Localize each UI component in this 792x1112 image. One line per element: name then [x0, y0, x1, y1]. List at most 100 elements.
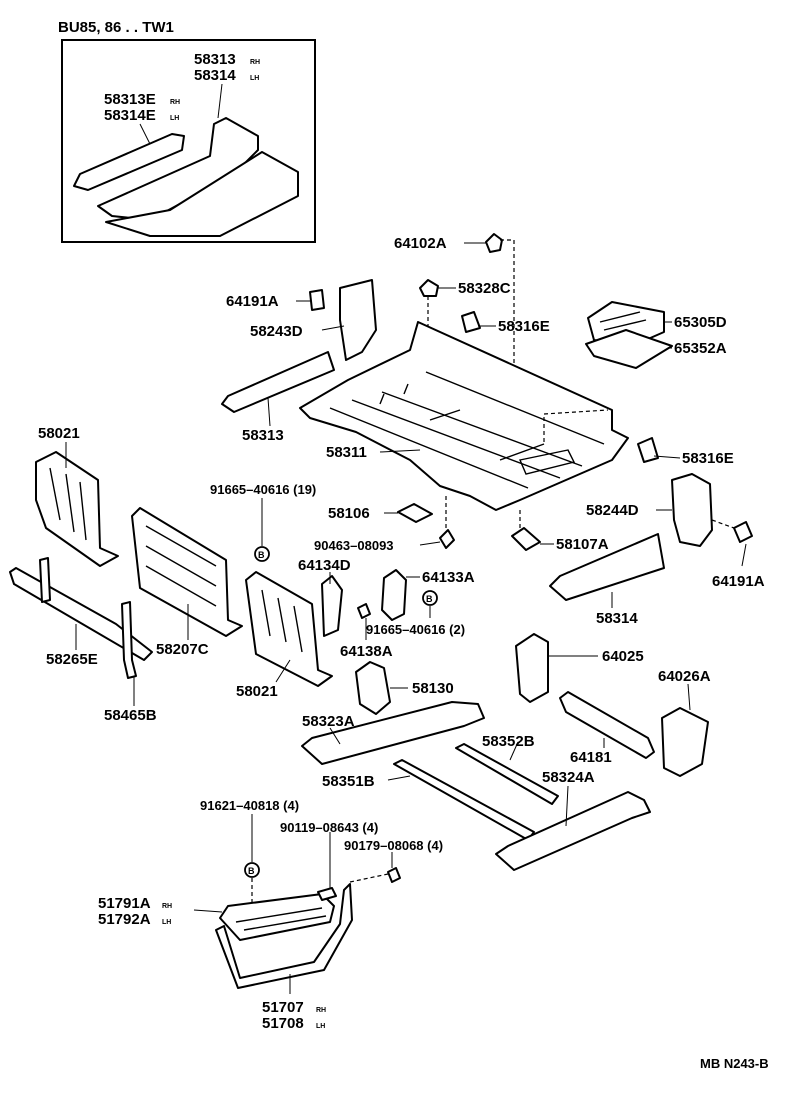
cover-65305D: [587, 301, 665, 347]
label-91621: 91621–40818 (4): [200, 798, 299, 813]
inset-title: BU85, 86 . . TW1: [58, 19, 174, 36]
step-51791A: [219, 893, 335, 941]
clip-58328C: [419, 279, 439, 297]
inset-box: BU85, 86 . . TW1 58313 RH 58314 LH 58313…: [58, 19, 316, 243]
label-90179: 90179–08068 (4): [344, 838, 443, 853]
label-58021-mid: 58021: [236, 683, 278, 700]
inset-floor-lower: [105, 151, 299, 237]
plate-64191A-top: [309, 289, 325, 311]
bracket-58244D: [671, 473, 713, 547]
label-58243D: 58243D: [250, 323, 303, 340]
label-58311: 58311: [326, 444, 367, 461]
clip-58316E-top: [461, 311, 481, 333]
nut-90179: [387, 867, 401, 883]
label-58207C: 58207C: [156, 641, 209, 658]
seal-64134D: [321, 575, 343, 637]
label-58313: 58313: [242, 427, 284, 444]
seal-58130: [355, 661, 391, 715]
label-58324A: 58324A: [542, 769, 595, 786]
label-65305D: 65305D: [674, 314, 727, 331]
label-58465B: 58465B: [104, 707, 157, 724]
label-58021-left: 58021: [38, 425, 80, 442]
label-65352A: 65352A: [674, 340, 727, 357]
label-64025: 64025: [602, 648, 644, 665]
bolt-marker-1: B: [254, 546, 270, 562]
inset-label-58314: 58314: [194, 67, 236, 84]
nut-64191A-right: [733, 521, 753, 543]
panel-58207C: [131, 507, 243, 637]
label-58244D: 58244D: [586, 502, 639, 519]
label-58107A: 58107A: [556, 536, 609, 553]
label-64191A-top: 64191A: [226, 293, 279, 310]
inset-side-lh-2: LH: [170, 115, 179, 122]
bolt-90463: [439, 529, 455, 549]
inset-bracket-58313E: [73, 133, 185, 191]
crossmember-58323A: [301, 701, 485, 765]
svg-text:B: B: [248, 866, 255, 876]
label-58314: 58314: [596, 610, 638, 627]
label-90463: 90463–08093: [314, 538, 394, 553]
label-58328C: 58328C: [458, 280, 511, 297]
label-64026A: 64026A: [658, 668, 711, 685]
label-51708-side: LH: [316, 1023, 325, 1030]
svg-text:B: B: [426, 594, 433, 604]
clip-64102A: [485, 233, 503, 253]
bracket-58243D: [339, 279, 377, 361]
top-hardware: [309, 233, 673, 384]
member-64181: [559, 691, 655, 759]
rail-58352B: [455, 743, 559, 805]
svg-text:B: B: [258, 550, 265, 560]
inset-side-lh-1: LH: [250, 75, 259, 82]
member-58314: [549, 533, 665, 601]
label-58352B: 58352B: [482, 733, 535, 750]
label-51792A: 51792A: [98, 911, 151, 928]
panel-58021-mid: [245, 571, 333, 687]
inset-label-58313E: 58313E: [104, 91, 156, 108]
bracket-58107A: [511, 527, 541, 551]
label-58130: 58130: [412, 680, 454, 697]
label-58106: 58106: [328, 505, 370, 522]
label-58351B: 58351B: [322, 773, 375, 790]
clip-58316E-right: [637, 437, 659, 463]
pillar-64025: [515, 633, 549, 703]
gasket-65352A: [585, 329, 673, 369]
pillar-64026A: [661, 707, 709, 777]
seal-64133A: [381, 569, 407, 621]
panel-58021-left: [35, 451, 119, 567]
label-51791A-side: RH: [162, 903, 172, 910]
bolt-marker-2: B: [422, 590, 438, 606]
label-64181: 64181: [570, 749, 612, 766]
inset-side-rh-1: RH: [250, 59, 260, 66]
diagram-code: MB N243-B: [700, 1056, 769, 1071]
label-58265E: 58265E: [46, 651, 98, 668]
rail-58351B: [393, 759, 535, 841]
label-64133A: 64133A: [422, 569, 475, 586]
label-51707: 51707: [262, 999, 304, 1016]
label-90119: 90119–08643 (4): [280, 820, 378, 835]
floor-panel-58311: [299, 321, 629, 511]
label-91665-2: 91665–40616 (2): [366, 622, 465, 637]
leader-lines: [65, 242, 747, 994]
label-51791A: 51791A: [98, 895, 151, 912]
label-51707-side: RH: [316, 1007, 326, 1014]
label-64134D: 64134D: [298, 557, 351, 574]
post-58265E: [39, 557, 51, 603]
label-64102A: 64102A: [394, 235, 447, 252]
plug-64138A: [357, 603, 371, 619]
inset-label-58314E: 58314E: [104, 107, 156, 124]
part-labels: 64102A 58328C 64191A 58243D 58316E 65305…: [38, 235, 769, 1071]
inset-side-rh-2: RH: [170, 99, 180, 106]
label-64191A-right: 64191A: [712, 573, 765, 590]
label-91665-19: 91665–40616 (19): [210, 482, 316, 497]
crossmember-58324A: [495, 791, 651, 871]
label-51792A-side: LH: [162, 919, 171, 926]
member-58313: [221, 351, 335, 413]
bolt-marker-3: B: [244, 862, 260, 878]
bolt-90119: [317, 887, 337, 901]
label-64138A: 64138A: [340, 643, 393, 660]
label-51708: 51708: [262, 1015, 304, 1032]
label-58316E-right: 58316E: [682, 450, 734, 467]
bracket-58465B: [121, 601, 137, 679]
bracket-58106: [397, 503, 433, 523]
